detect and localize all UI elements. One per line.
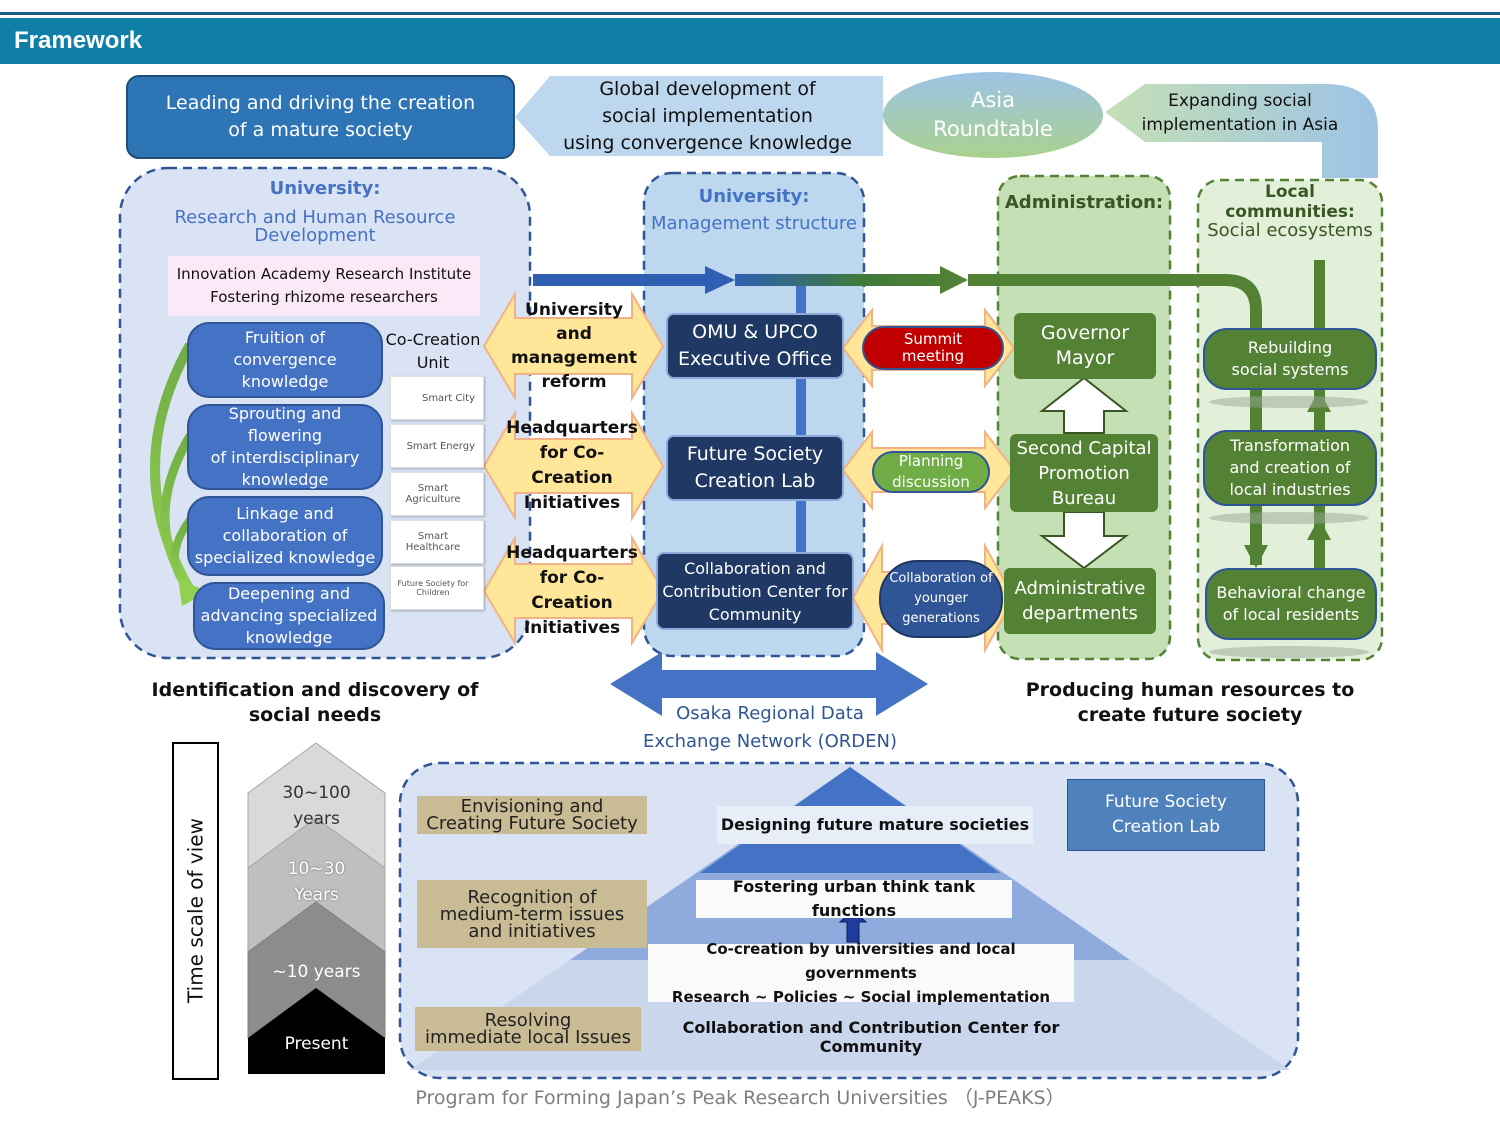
pill-behavioral-change: Behavioral change of local residents (1205, 568, 1377, 640)
expanding-arrow-shape (1105, 84, 1378, 178)
box-executive-office: OMU & UPCO Executive Office (666, 313, 844, 379)
research-subtitle: Research and Human Resource Development (174, 207, 456, 246)
institute-box: Innovation Academy Research Institute Fo… (168, 256, 480, 316)
management-spine (796, 283, 806, 573)
pill-rebuilding: Rebuilding social systems (1203, 328, 1377, 390)
pill-younger-generations: Collaboration of younger generations (879, 560, 1003, 638)
arrow-label-hq-2: Headquarters for Co-Creation Initiatives (506, 543, 638, 638)
pill-sprouting: Sprouting and flowering of interdiscipli… (187, 404, 383, 490)
card-smart-energy: Smart Energy (390, 424, 484, 468)
global-arrow-shape (515, 76, 883, 156)
layer-fostering: Fostering urban think tank functions (696, 877, 1012, 920)
tan-recognition: Recognition of medium-term issues and in… (417, 880, 647, 948)
arrow-label-hq-1: Headquarters for Co-Creation Initiatives (506, 418, 638, 513)
gradient-arrow-head (735, 266, 968, 294)
layer-designing: Designing future mature societies (717, 806, 1033, 844)
tan-envisioning: Envisioning and Creating Future Society (417, 796, 647, 834)
leading-box-shape (126, 75, 515, 159)
header-rule (0, 12, 1500, 15)
expanding-label: Expanding social implementation in Asia (1141, 91, 1339, 135)
local-down-arrow (1244, 545, 1268, 568)
pill-fruition: Fruition of convergence knowledge (187, 322, 383, 398)
arrow-label-reform: University and management reform (511, 300, 637, 392)
layer-co-creation: Co-creation by universities and local go… (648, 940, 1074, 1006)
time-chevrons (247, 742, 386, 1074)
local-up-line (1314, 260, 1325, 570)
asia-roundtable-label: Asia Roundtable (933, 88, 1053, 141)
card-future-society-children: Future Society for Children (390, 566, 484, 610)
caption-identification: Identification and discovery of social n… (151, 679, 479, 726)
box-second-capital-bureau: Second Capital Promotion Bureau (1010, 434, 1158, 512)
time-level-present: Present (284, 1034, 349, 1054)
blue-arrow-head (533, 266, 735, 294)
footer-program: Program for Forming Japan’s Peak Researc… (415, 1086, 1065, 1109)
co-creation-unit-label: Co-Creation Unit (385, 330, 481, 372)
tan-resolving: Resolving immediate local Issues (415, 1007, 641, 1051)
admin-title: Administration: (1004, 191, 1164, 213)
layer-collaboration-center: Collaboration and Contribution Center fo… (682, 1018, 1060, 1056)
page-title: Framework (0, 18, 1500, 64)
pill-transformation: Transformation and creation of local ind… (1203, 430, 1377, 506)
research-title: University: (269, 177, 381, 199)
time-level-10-30: 10~30 Years (287, 859, 346, 905)
card-smart-agriculture: Smart Agriculture (390, 472, 484, 516)
management-subtitle: Management structure (651, 212, 857, 234)
time-scale-frame (172, 742, 219, 1080)
yellow-arrows-left (482, 290, 665, 647)
local-title: Local communities: (1225, 182, 1355, 222)
card-smart-city: Smart City (390, 376, 484, 420)
local-container (1196, 178, 1384, 662)
local-up-arrow-2 (1307, 518, 1331, 540)
box-future-society-lab: Future Society Creation Lab (666, 435, 844, 501)
pill-deepening: Deepening and advancing specialized know… (193, 582, 385, 650)
leading-box: Leading and driving the creation of a ma… (165, 92, 476, 141)
caption-producing: Producing human resources to create futu… (1025, 679, 1355, 726)
global-development-label: Global development of social implementat… (563, 77, 852, 154)
pill-planning-discussion: Planning discussion (872, 451, 990, 493)
local-subtitle: Social ecosystems (1207, 219, 1373, 241)
time-scale-label: Time scale of view (183, 818, 207, 1003)
management-title: University: (698, 185, 810, 207)
box-governor-mayor: Governor Mayor (1014, 313, 1156, 379)
card-smart-healthcare: Smart Healthcare (390, 520, 484, 564)
box-collaboration-center: Collaboration and Contribution Center fo… (656, 552, 854, 630)
asia-ellipse (883, 72, 1103, 158)
management-container (642, 171, 866, 658)
orden-arrow (610, 652, 928, 716)
pill-linkage: Linkage and collaboration of specialized… (187, 496, 383, 576)
box-administrative-departments: Administrative departments (1004, 568, 1156, 634)
admin-double-arrows (1039, 376, 1129, 570)
time-level-30-100: 30~100 years (282, 783, 351, 829)
pyramid-lab-box: Future Society Creation Lab (1067, 779, 1265, 851)
pyramid-up-arrow (838, 909, 868, 943)
pill-summit-meeting: Summit meeting (862, 326, 1004, 370)
orden-label: Osaka Regional Data Exchange Network (OR… (643, 703, 897, 752)
time-level-10: ~10 years (272, 962, 361, 982)
